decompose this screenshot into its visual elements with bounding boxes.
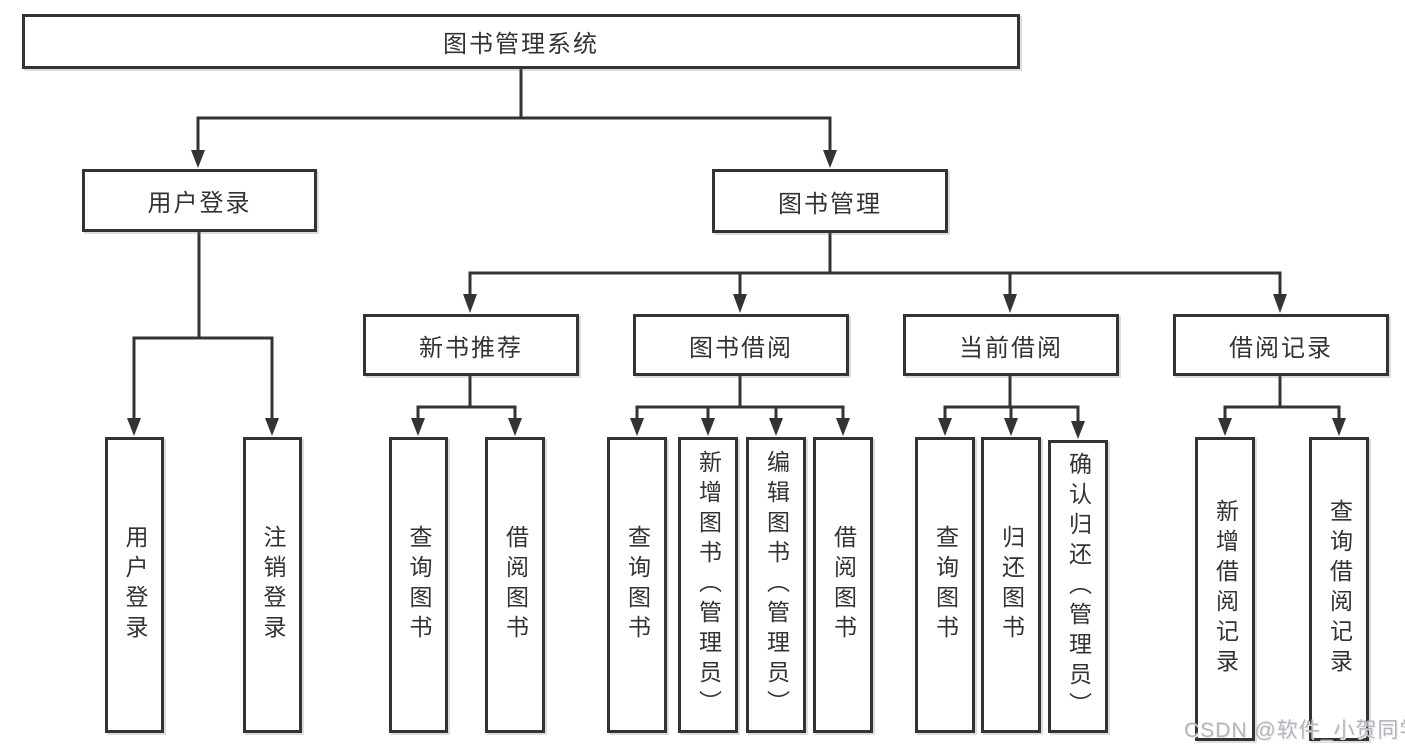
- node-label: 查询图书: [624, 525, 651, 645]
- node-label: 当前借阅: [959, 334, 1063, 362]
- connector-book-borrow: [635, 376, 845, 419]
- node-label: 归还图书: [998, 525, 1025, 645]
- node-current-borrow: 当前借阅: [903, 314, 1119, 376]
- leaf-logout: 注销登录: [243, 437, 302, 733]
- node-label: 借阅记录: [1229, 334, 1333, 362]
- node-label: 借阅图书: [830, 525, 857, 645]
- node-label: 用户登录: [122, 525, 148, 645]
- leaf-current-return-books: 归还图书: [981, 437, 1041, 733]
- node-library-management-system: 图书管理系统: [22, 14, 1020, 69]
- node-label: 用户登录: [147, 190, 252, 217]
- node-user-login: 用户登录: [82, 169, 317, 232]
- node-label: 查询图书: [932, 525, 959, 645]
- leaf-current-query-books: 查询图书: [915, 437, 975, 733]
- arrowheads: [127, 150, 1346, 439]
- node-label: 确认归还（管理员）: [1065, 451, 1092, 722]
- node-label: 注销登录: [260, 525, 286, 645]
- node-label: 编辑图书（管理员）: [763, 450, 790, 720]
- leaf-records-query-borrow-record: 查询借阅记录: [1309, 437, 1369, 741]
- connector-new-book: [416, 376, 517, 419]
- leaf-borrow-query-books: 查询图书: [607, 437, 667, 733]
- node-label: 新增图书（管理员）: [695, 450, 722, 720]
- node-label: 查询借阅记录: [1326, 499, 1353, 679]
- node-label: 新增借阅记录: [1212, 499, 1239, 679]
- node-new-book-recommend: 新书推荐: [363, 314, 579, 376]
- csdn-watermark: CSDN @软件_小贺同学: [1184, 719, 1405, 742]
- connector-user-login: [132, 232, 274, 419]
- node-book-management: 图书管理: [712, 169, 948, 233]
- node-label: 图书管理: [778, 190, 882, 218]
- node-label: 查询图书: [406, 525, 432, 645]
- leaf-user-login: 用户登录: [105, 437, 164, 733]
- connector-root: [196, 68, 832, 151]
- connector-current-borrow: [943, 376, 1080, 422]
- node-book-borrow: 图书借阅: [633, 314, 849, 376]
- connector-borrow-records: [1223, 376, 1341, 419]
- node-label: 借阅图书: [502, 525, 529, 645]
- node-label: 图书借阅: [689, 334, 793, 362]
- node-borrow-records: 借阅记录: [1173, 314, 1389, 376]
- node-label: 新书推荐: [419, 334, 523, 362]
- node-label: 图书管理系统: [443, 31, 599, 58]
- leaf-recommend-borrow-books: 借阅图书: [485, 437, 545, 733]
- leaf-records-add-borrow-record: 新增借阅记录: [1195, 437, 1255, 741]
- leaf-borrow-borrow-books: 借阅图书: [813, 437, 873, 733]
- leaf-borrow-edit-books-admin: 编辑图书（管理员）: [746, 437, 806, 733]
- leaf-recommend-query-books: 查询图书: [389, 437, 448, 733]
- leaf-borrow-add-books-admin: 新增图书（管理员）: [678, 437, 738, 733]
- leaf-current-confirm-return-admin: 确认归还（管理员）: [1048, 440, 1108, 733]
- connector-book-management: [468, 233, 1282, 295]
